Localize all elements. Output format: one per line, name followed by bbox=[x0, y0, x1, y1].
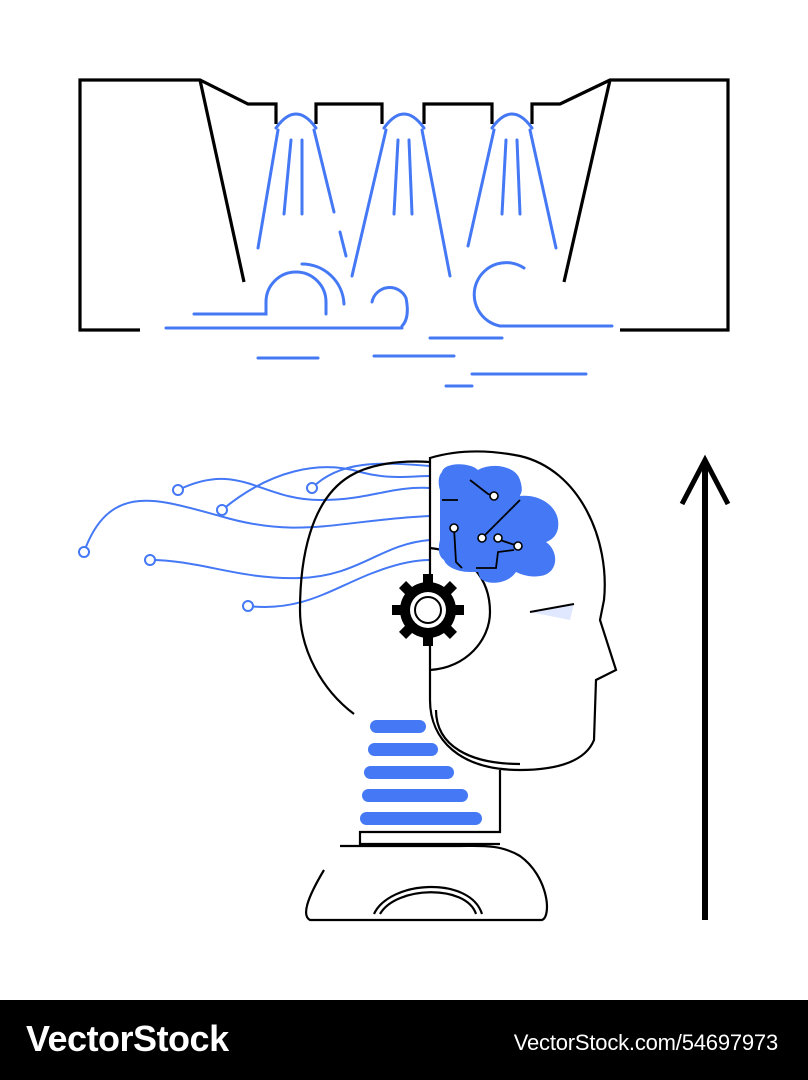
neck-bars bbox=[360, 720, 482, 825]
spout-arc-1 bbox=[274, 112, 318, 130]
dam-waterfall-icon bbox=[78, 78, 730, 388]
splash-curl-1-outer bbox=[300, 262, 346, 306]
illustration bbox=[78, 78, 731, 922]
splash-curl-3 bbox=[472, 261, 526, 328]
dam-left-edge bbox=[198, 79, 246, 283]
splash-curl-1 bbox=[192, 270, 328, 316]
vectorstock-logo: VectorStock bbox=[26, 1018, 229, 1059]
robot-head-icon bbox=[78, 450, 618, 922]
face-panel-outline bbox=[428, 450, 618, 772]
base-outline bbox=[305, 844, 549, 922]
dam-right-edge bbox=[562, 79, 612, 283]
data-wires bbox=[83, 462, 431, 608]
wire-end-nodes bbox=[78, 482, 318, 612]
neck-outline bbox=[358, 770, 502, 846]
eye-icon bbox=[530, 604, 574, 620]
up-arrow-icon bbox=[679, 454, 731, 920]
splash-curl-2 bbox=[370, 286, 409, 328]
dam-left-wall bbox=[78, 78, 278, 332]
stock-id-text: VectorStock.com/54697973 bbox=[513, 1030, 778, 1055]
base-arch bbox=[373, 885, 484, 915]
dam-spillway-gates bbox=[314, 102, 494, 124]
spout-arc-3 bbox=[490, 112, 534, 130]
gear-icon bbox=[392, 574, 464, 646]
head-back-outline bbox=[298, 460, 431, 715]
dam-right-wall bbox=[530, 78, 730, 332]
spout-arc-2 bbox=[382, 112, 426, 130]
watermark-footer: VectorStock VectorStock.com/54697973 bbox=[0, 1000, 808, 1080]
brain-circuit-icon bbox=[438, 464, 559, 583]
